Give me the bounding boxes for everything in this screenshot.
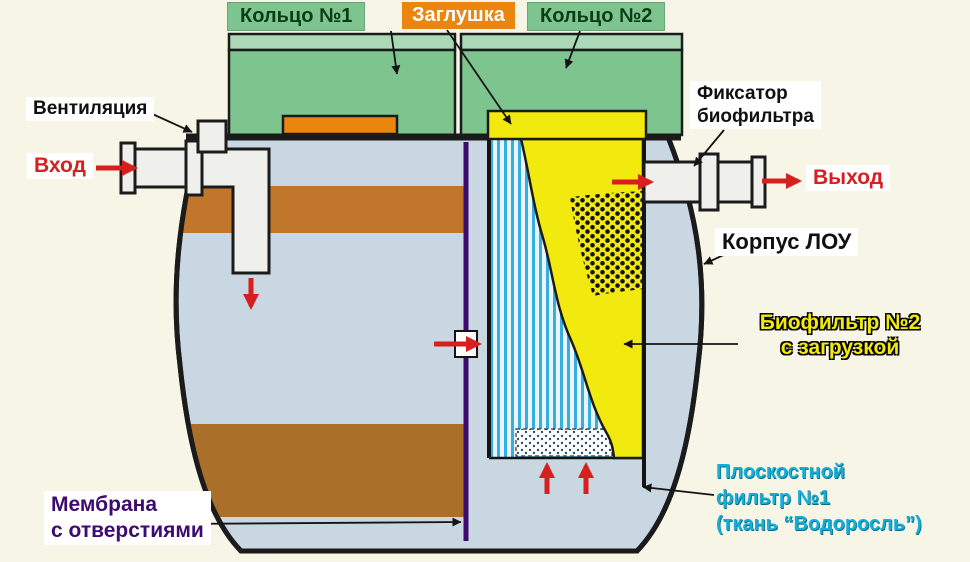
leader-fixator <box>693 129 725 167</box>
label-membrane: Мембрана с отверстиями <box>44 491 211 545</box>
leader-plug <box>446 29 512 125</box>
plug-bar <box>281 114 399 136</box>
label-ring-2: Кольцо №2 <box>527 2 666 31</box>
ring-2-top-edge <box>459 32 684 52</box>
outlet-wall-flange <box>698 152 720 212</box>
label-flat-filter-line1: Плоскостной <box>716 461 846 483</box>
label-flat-filter-line3: (ткань “Водоросль”) <box>716 513 922 535</box>
tank-layers <box>176 186 466 517</box>
biofilter-cap <box>486 109 648 141</box>
label-housing: Корпус ЛОУ <box>715 228 859 256</box>
label-biofilter: Биофильтр №2 с загрузкой <box>742 310 938 360</box>
label-fixator-line2: биофильтра <box>697 106 814 127</box>
label-ring-1: Кольцо №1 <box>227 2 366 31</box>
label-flat-filter-line2: фильтр №1 <box>716 487 831 509</box>
vent-pipe <box>196 119 228 154</box>
biofilter-media-dots <box>570 191 643 296</box>
leader-flat-filter <box>642 483 715 496</box>
leader-membrane <box>171 517 462 527</box>
scum-layer <box>176 186 466 233</box>
sediment-layer <box>176 424 466 517</box>
outlet-pipe <box>642 152 767 212</box>
label-inlet: Вход <box>27 153 93 179</box>
label-fixator-line1: Фиксатор <box>697 83 788 104</box>
label-fixator: Фиксатор биофильтра <box>690 81 821 129</box>
leader-vent <box>147 111 193 133</box>
filter-perforated-bottom <box>515 428 613 457</box>
flow-arrows <box>96 160 802 494</box>
label-membrane-line1: Мембрана <box>51 493 157 516</box>
leader-ring-2 <box>564 30 581 69</box>
label-ventilation: Вентиляция <box>26 97 155 121</box>
tank-outline <box>173 134 705 554</box>
leader-ring-1 <box>390 30 401 75</box>
label-biofilter-line2: с загрузкой <box>780 336 900 359</box>
label-plug: Заглушка <box>402 2 515 29</box>
biofilter-column <box>486 109 648 487</box>
ring-1-top-edge <box>227 32 457 52</box>
label-membrane-line2: с отверстиями <box>51 519 204 542</box>
inlet-wall-flange <box>184 139 204 197</box>
label-flat-filter: Плоскостной фильтр №1 (ткань “Водоросль”… <box>716 459 922 537</box>
leader-lines <box>147 29 738 527</box>
label-outlet: Выход <box>806 165 891 191</box>
label-biofilter-line1: Биофильтр №2 <box>759 311 921 334</box>
